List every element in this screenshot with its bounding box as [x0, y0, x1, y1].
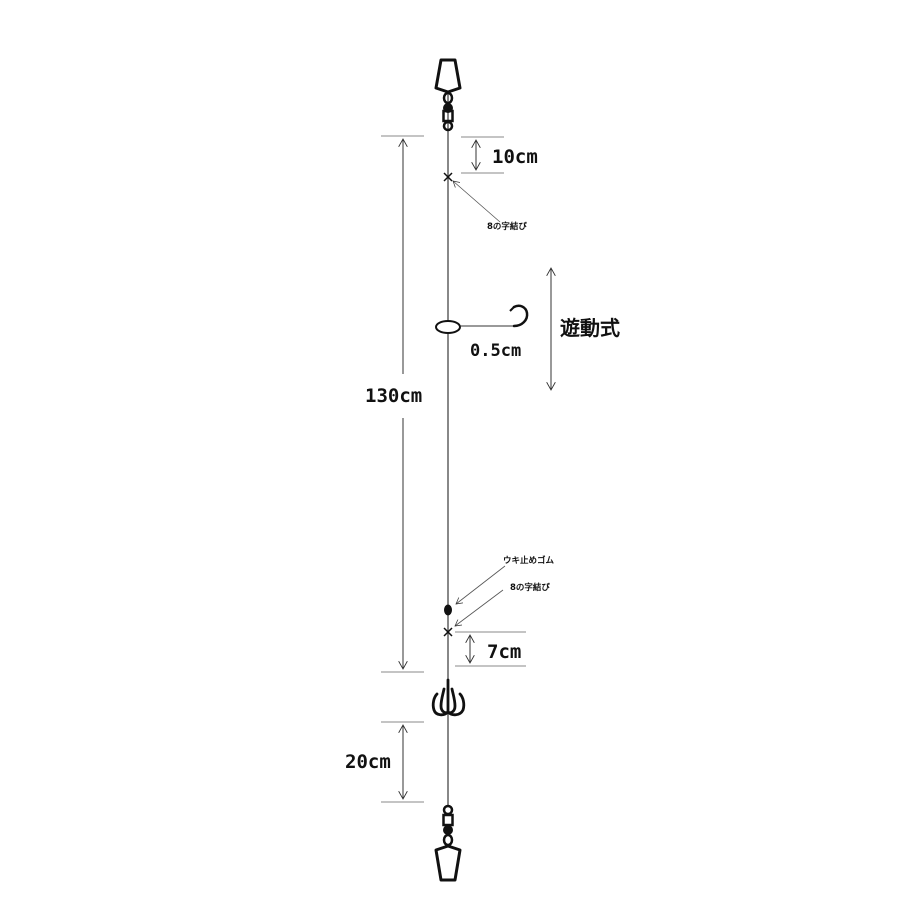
stopper-bead-icon	[444, 604, 452, 616]
top-gap-label: 10cm	[492, 146, 538, 168]
sliding-bead-icon	[435, 320, 461, 334]
top-knot-icon	[443, 172, 453, 182]
bottom-knot-label: 8の字結び	[510, 582, 550, 593]
lower-length-dimension	[381, 721, 424, 803]
branch-length-label: 0.5cm	[470, 341, 521, 361]
stopper-leader	[456, 565, 506, 604]
hook-gap-dimension	[455, 631, 526, 667]
sliding-type-label: 遊動式	[560, 316, 620, 340]
hook-gap-label: 7cm	[487, 641, 521, 663]
top-knot-label: 8の字結び	[487, 221, 527, 232]
branch-hook-icon	[512, 304, 529, 328]
treble-hook-icon	[431, 678, 466, 717]
top-knot-leader	[453, 181, 501, 223]
top-gap-dimension	[461, 136, 504, 174]
bottom-knot-icon	[443, 627, 453, 637]
bottom-swivel-icon	[434, 804, 462, 882]
main-length-label: 130cm	[365, 385, 422, 407]
lower-length-label: 20cm	[345, 751, 391, 773]
bottom-knot-leader	[455, 589, 504, 626]
sliding-branch	[435, 304, 529, 334]
main-length-dimension	[381, 135, 424, 673]
stopper-label: ウキ止めゴム	[503, 555, 555, 566]
top-swivel-icon	[434, 58, 462, 132]
